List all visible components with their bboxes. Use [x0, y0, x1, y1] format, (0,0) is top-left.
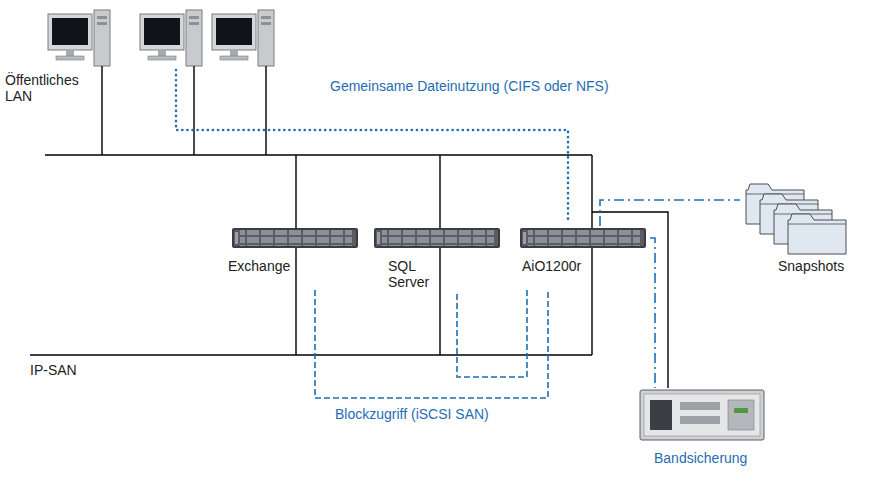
snapshot-node: Snapshots	[740, 178, 852, 282]
connector-line	[457, 290, 527, 377]
tape-node: Bandsicherung	[636, 388, 768, 470]
protocol-label: Blockzugriff (iSCSI SAN)	[335, 406, 489, 422]
connector-line	[600, 200, 740, 226]
node-label: Bandsicherung	[654, 450, 747, 466]
protocol-label: Gemeinsame Dateinutzung (CIFS oder NFS)	[330, 78, 609, 94]
server-node: Exchange	[228, 226, 360, 290]
node-label: AiO1200r	[522, 258, 581, 274]
node-label: SQL Server	[388, 258, 438, 290]
connector-line	[650, 238, 655, 388]
server-node: SQL Server	[370, 226, 502, 294]
network-label: IP-SAN	[30, 362, 77, 378]
storage-node: AiO1200r	[518, 226, 650, 290]
network-label: Öffentliches LAN	[5, 72, 100, 104]
node-label: Snapshots	[778, 258, 844, 274]
connector-line	[315, 290, 548, 398]
node-label: Exchange	[228, 258, 290, 274]
